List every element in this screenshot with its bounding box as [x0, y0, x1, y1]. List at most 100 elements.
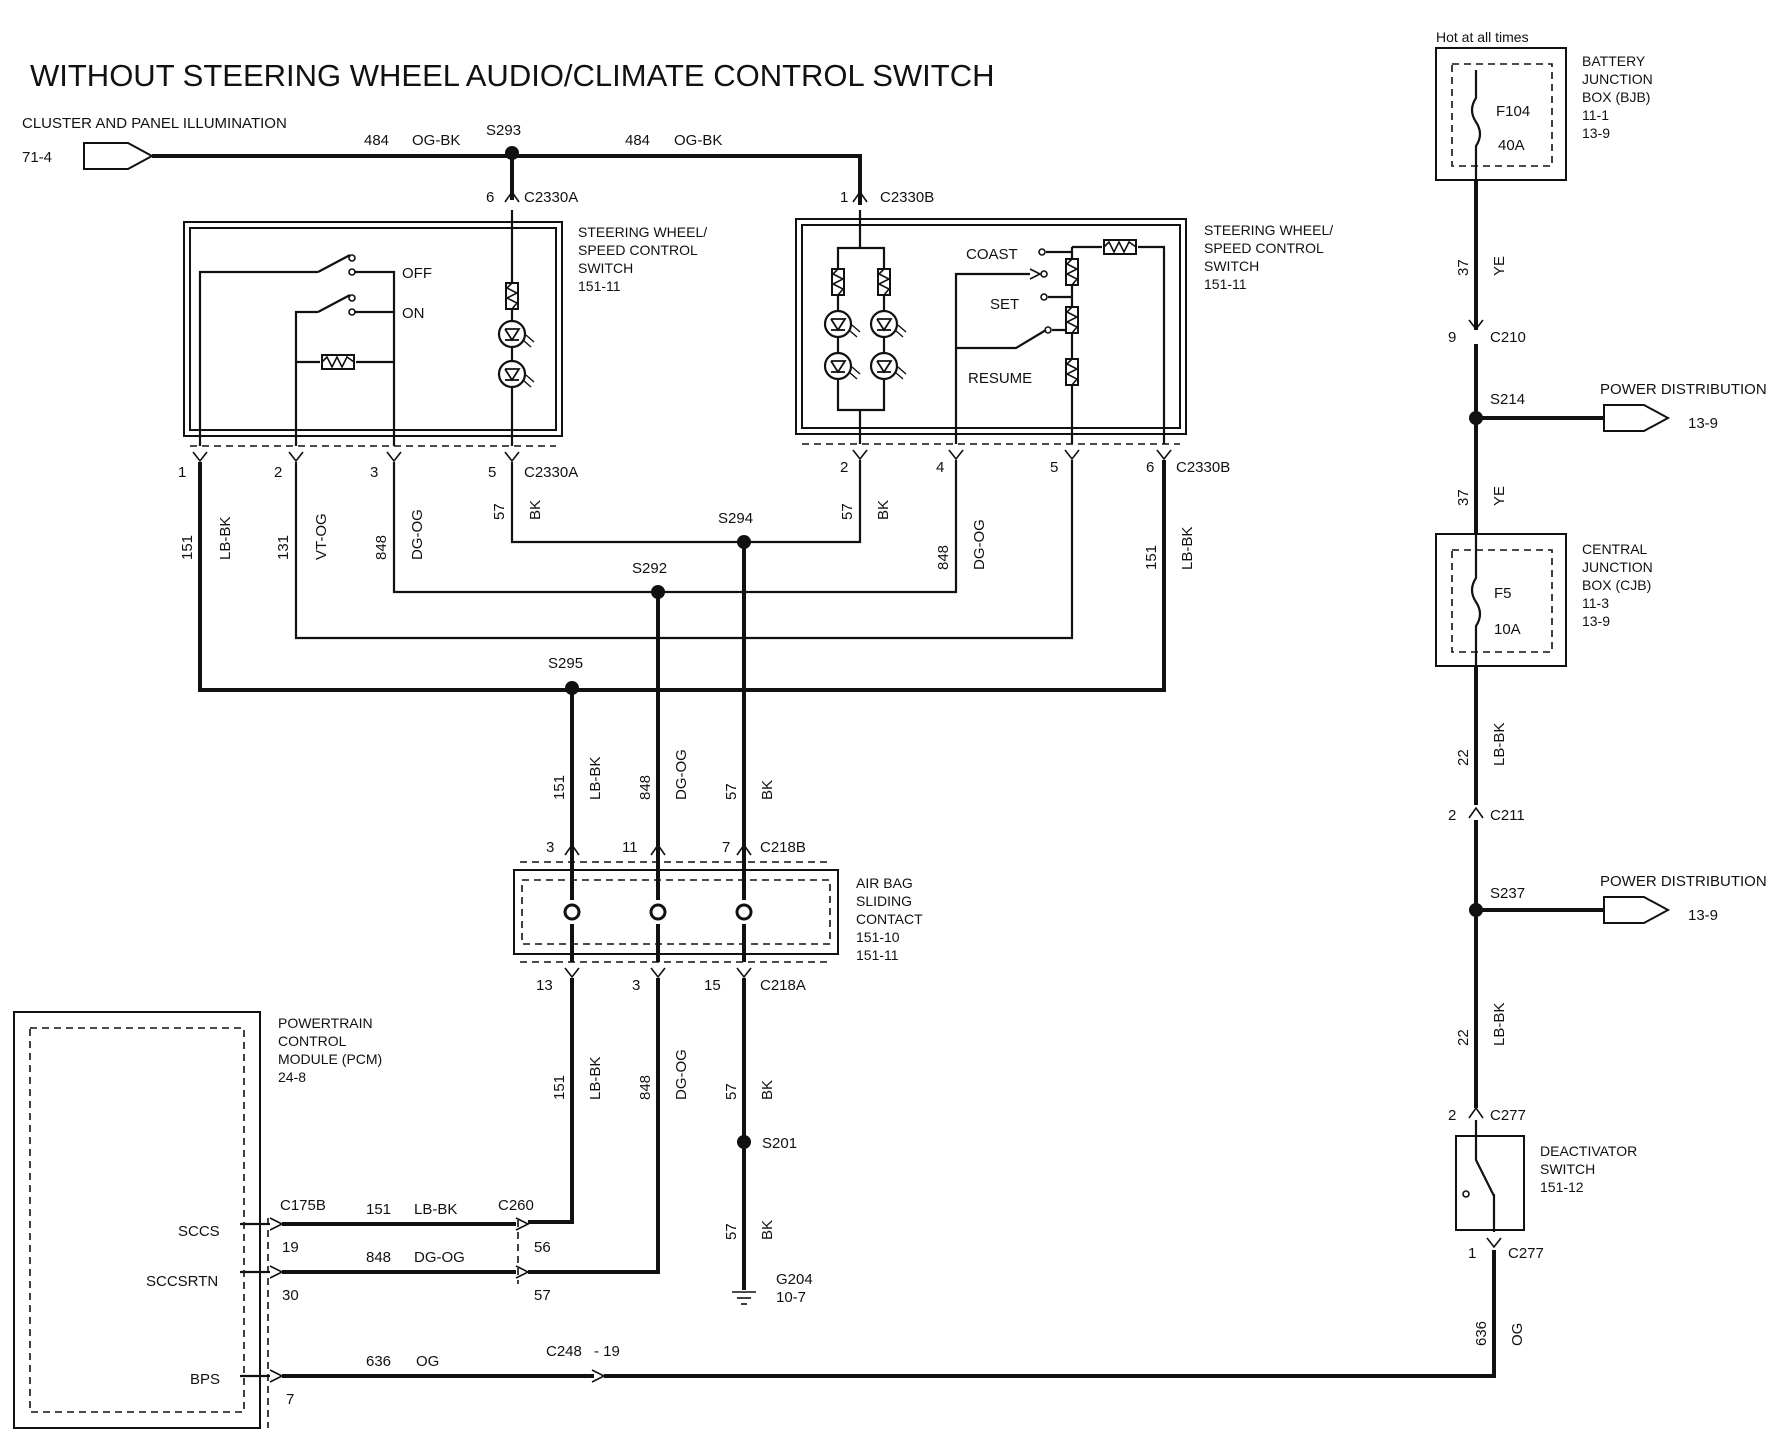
lbl-dgog-b: DG-OG: [971, 519, 988, 570]
wire-484-right: 484: [625, 132, 650, 149]
lbl-lbbk-pcm: LB-BK: [414, 1201, 457, 1218]
connector-c248: C248: [546, 1343, 582, 1360]
cjb-label-3: BOX (CJB): [1582, 577, 1651, 593]
deactivator-label-1: DEACTIVATOR: [1540, 1143, 1637, 1159]
pin-1-left: 1: [178, 464, 186, 481]
cjb-label-1: CENTRAL: [1582, 541, 1648, 557]
pin-3-c218b: 3: [546, 839, 554, 856]
sw-left-label-3: SWITCH: [578, 260, 633, 276]
steering-switch-right: COAST SET RESUME: [795, 210, 1187, 445]
lbl-57-b: 57: [839, 503, 856, 520]
central-junction-box: [1435, 533, 1567, 667]
upper-wire-labels: 151 LB-BK 131 VT-OG 848 DG-OG 57 BK 57 B…: [179, 500, 1196, 800]
lbl-lbbk-e: LB-BK: [1491, 723, 1508, 766]
diagram-title: WITHOUT STEERING WHEEL AUDIO/CLIMATE CON…: [30, 58, 995, 93]
pcm-label-2: CONTROL: [278, 1033, 347, 1049]
pin-1-c277-bottom: 1: [1468, 1245, 1476, 1262]
splice-s292-label: S292: [632, 560, 667, 577]
bjb-label-2: JUNCTION: [1582, 71, 1653, 87]
switch-coast-label: COAST: [966, 246, 1018, 263]
pin-1-top: 1: [840, 189, 848, 206]
lbl-lbbk-a: LB-BK: [217, 517, 234, 560]
power-distribution-arrow-icon-1: [1603, 404, 1671, 432]
lbl-bk-b: BK: [875, 500, 892, 520]
power-distribution-arrow-icon-2: [1603, 896, 1671, 924]
pin-4-right: 4: [936, 459, 944, 476]
lbl-dgog-d: DG-OG: [673, 1049, 690, 1100]
splice-s294: [737, 535, 751, 549]
cjb-fuse-amp: 10A: [1494, 621, 1521, 638]
deactivator-label-2: SWITCH: [1540, 1161, 1595, 1177]
airbag-label-5: 151-11: [856, 947, 899, 963]
lbl-bk-a: BK: [527, 500, 544, 520]
cluster-label: CLUSTER AND PANEL ILLUMINATION: [22, 115, 287, 132]
sw-left-label-4: 151-11: [578, 278, 621, 294]
power-distribution-label-1: POWER DISTRIBUTION: [1600, 381, 1767, 398]
splice-s293-label: S293: [486, 122, 521, 139]
cluster-ref: 71-4: [22, 149, 52, 166]
wire-ogbk-left: OG-BK: [412, 132, 460, 149]
splice-s293: [505, 146, 519, 160]
switch-bottom-connectors: [192, 449, 1172, 463]
bjb-fuse-amp: 40A: [1498, 137, 1525, 154]
connector-c2330a-bottom: C2330A: [524, 464, 578, 481]
connector-c210: C210: [1490, 329, 1526, 346]
cjb-label-4: 11-3: [1582, 595, 1609, 611]
splice-s201: [737, 1135, 751, 1149]
splice-s294-label: S294: [718, 510, 753, 527]
lbl-bk-e: BK: [759, 1220, 776, 1240]
connector-c175b: C175B: [280, 1197, 326, 1214]
power-distribution-label-2: POWER DISTRIBUTION: [1600, 873, 1767, 890]
pin-15-c218a: 15: [704, 977, 721, 994]
cjb-fuse-id: F5: [1494, 585, 1512, 602]
pin-6-right: 6: [1146, 459, 1154, 476]
lbl-636-pcm: 636: [366, 1353, 391, 1370]
wire-ogbk-right: OG-BK: [674, 132, 722, 149]
lbl-lbbk-b: LB-BK: [1179, 527, 1196, 570]
pcm-label-4: 24-8: [278, 1069, 306, 1085]
lbl-ye-b: YE: [1491, 486, 1508, 506]
switch-off-label: OFF: [402, 265, 432, 282]
connector-c218a: C218A: [760, 977, 806, 994]
cluster-arrow-icon: [83, 142, 155, 170]
lbl-151-b: 151: [1143, 545, 1160, 570]
airbag-label-2: SLIDING: [856, 893, 912, 909]
ground-ref: 10-7: [776, 1289, 806, 1306]
bjb-label-3: BOX (BJB): [1582, 89, 1650, 105]
lbl-ye-a: YE: [1491, 256, 1508, 276]
lbl-636-right: 636: [1473, 1321, 1490, 1346]
air-bag-sliding-contact: [513, 843, 839, 979]
pcm-label-3: MODULE (PCM): [278, 1051, 382, 1067]
cluster-illumination-input: CLUSTER AND PANEL ILLUMINATION 71-4: [22, 115, 287, 170]
airbag-label-4: 151-10: [856, 929, 900, 945]
splice-s237-label: S237: [1490, 885, 1525, 902]
ground-symbol-icon: [732, 1291, 756, 1305]
pin-5-left: 5: [488, 464, 496, 481]
pin-5-right: 5: [1050, 459, 1058, 476]
splice-s295: [565, 681, 579, 695]
pcm-pin-sccs: SCCS: [178, 1223, 220, 1240]
pin-7-bps: 7: [286, 1391, 294, 1408]
sw-left-label-2: SPEED CONTROL: [578, 242, 698, 258]
lbl-22-b: 22: [1455, 1029, 1472, 1046]
lbl-151-c: 151: [551, 775, 568, 800]
power-distribution-ref-1: 13-9: [1688, 415, 1718, 432]
lbl-vtog: VT-OG: [313, 513, 330, 560]
connector-c2330b-top: C2330B: [880, 189, 934, 206]
switch-set-label: SET: [990, 296, 1019, 313]
splice-s292: [651, 585, 665, 599]
lower-wire-labels: 151 LB-BK 848 DG-OG 57 BK 57 BK: [551, 1049, 776, 1240]
pin-11-c218b: 11: [622, 839, 638, 856]
pin-c248-19: - 19: [594, 1343, 620, 1360]
airbag-label-1: AIR BAG: [856, 875, 913, 891]
deactivator-label-3: 151-12: [1540, 1179, 1584, 1195]
splice-s295-label: S295: [548, 655, 583, 672]
hot-at-all-times-label: Hot at all times: [1436, 29, 1529, 45]
pin-13-c218a: 13: [536, 977, 553, 994]
pin-3-left: 3: [370, 464, 378, 481]
connector-c211: C211: [1490, 807, 1525, 824]
lbl-57-c: 57: [723, 783, 740, 800]
pin-19: 19: [282, 1239, 299, 1256]
lbl-131: 131: [275, 535, 292, 560]
